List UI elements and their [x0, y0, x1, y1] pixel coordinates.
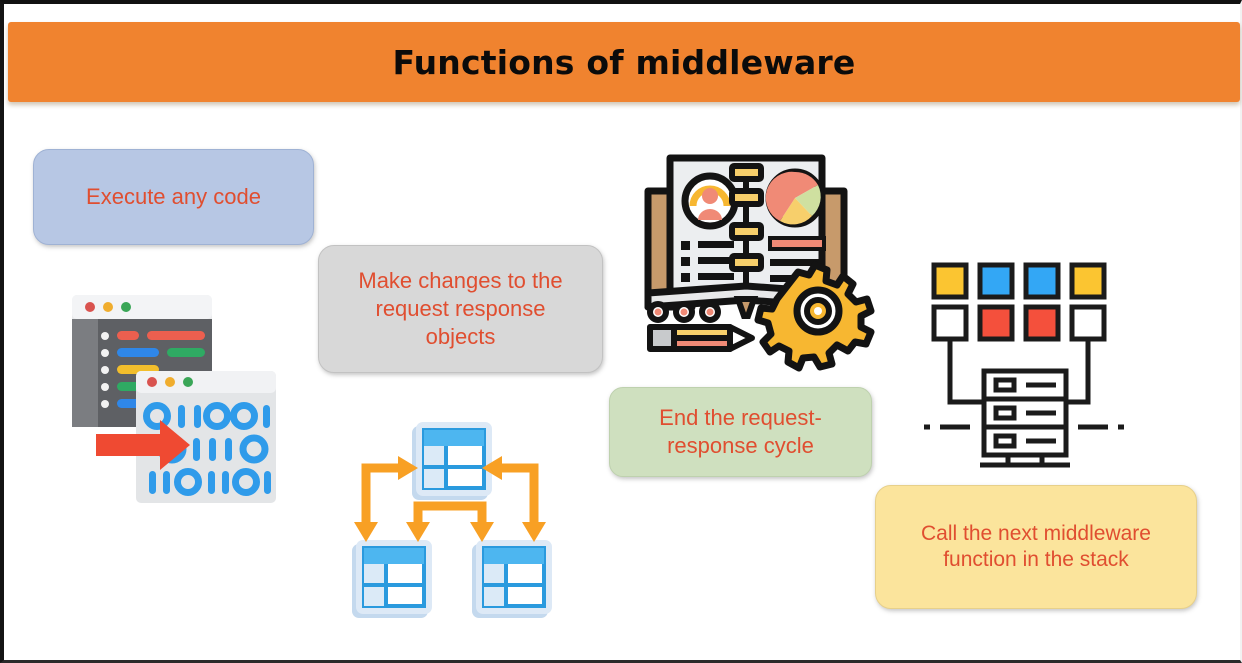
dashboard-book-illustration — [640, 144, 875, 372]
server-network-illustration — [922, 259, 1138, 471]
page-title: Functions of middleware — [392, 42, 856, 82]
flow-arrows-icon — [361, 463, 539, 522]
callout-end-cycle-line-1: End the request- — [659, 405, 822, 431]
pencil-icon — [647, 324, 755, 352]
settings-sliders-icon — [729, 163, 764, 286]
three-dots-icon — [647, 301, 721, 323]
gear-icon — [754, 261, 875, 372]
callout-make-changes-line-2: request response — [375, 296, 546, 322]
callout-call-next-middleware[interactable]: Call the next middleware function in the… — [875, 485, 1197, 609]
callout-end-cycle-label: End the request- response cycle — [659, 404, 822, 459]
server-rack-icon — [980, 368, 1070, 468]
callout-execute-any-code-label: Execute any code — [86, 184, 261, 210]
title-banner: Functions of middleware — [8, 22, 1240, 102]
callout-call-next-label: Call the next middleware function in the… — [921, 521, 1151, 574]
table-card-bottom-left — [350, 538, 434, 620]
red-arrow-icon — [96, 420, 190, 470]
table-flow-illustration — [344, 420, 556, 620]
callout-make-changes-line-3: objects — [425, 323, 496, 349]
flow-arrowheads-icon — [354, 456, 546, 542]
callout-make-changes-label: Make changes to the request response obj… — [358, 267, 562, 350]
callout-make-changes-line-1: Make changes to the — [358, 268, 563, 294]
callout-end-cycle-line-2: response cycle — [667, 433, 814, 458]
pie-chart-icon — [765, 168, 825, 228]
code-window-binary-illustration — [64, 289, 284, 511]
callout-end-request-response-cycle[interactable]: End the request- response cycle — [609, 387, 872, 477]
binary-output-window-icon — [136, 371, 276, 503]
callout-call-next-line-1: Call the next middleware — [921, 521, 1151, 545]
slide-canvas: Functions of middleware Execute any code… — [4, 4, 1240, 660]
table-card-bottom-right — [470, 538, 554, 620]
callout-execute-any-code[interactable]: Execute any code — [33, 149, 314, 245]
callout-call-next-line-2: function in the stack — [943, 548, 1129, 571]
callout-make-changes[interactable]: Make changes to the request response obj… — [318, 245, 603, 373]
avatar-icon — [681, 172, 739, 230]
table-card-top — [410, 420, 494, 502]
client-squares-icon — [931, 262, 1107, 342]
bullet-list-icon — [681, 241, 734, 282]
